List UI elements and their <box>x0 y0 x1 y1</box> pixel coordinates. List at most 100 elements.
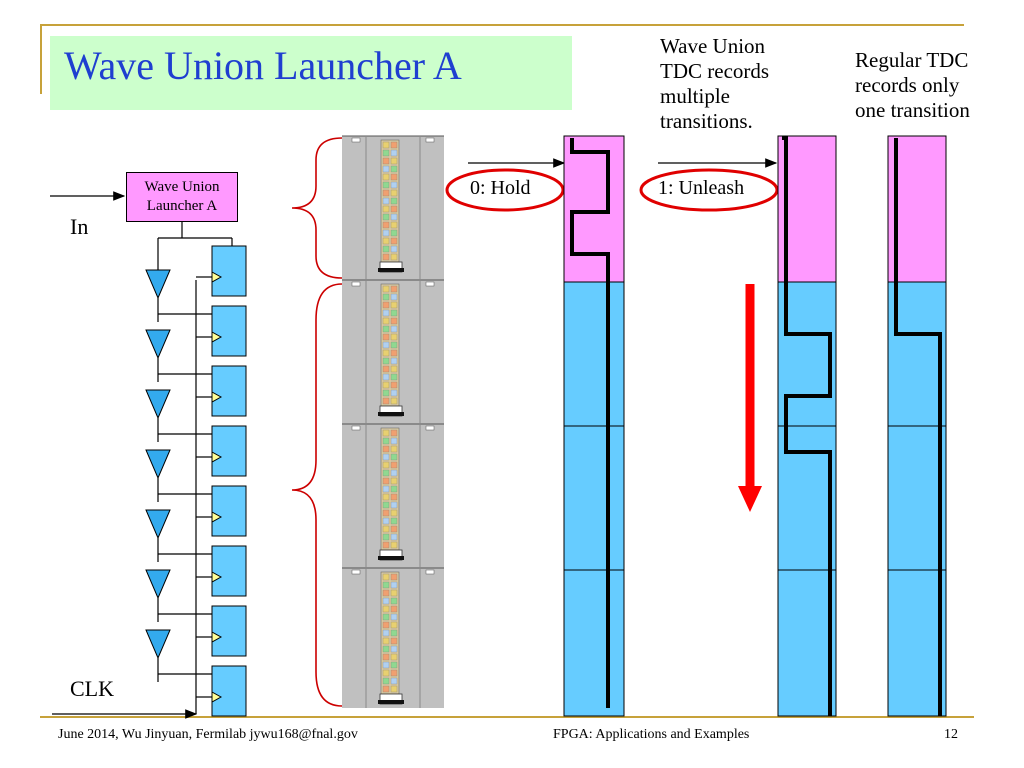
logic-cell <box>382 669 390 677</box>
logic-cell <box>382 677 390 685</box>
pink-region <box>563 135 625 283</box>
logic-cell <box>390 213 398 221</box>
logic-cell <box>390 453 398 461</box>
regular-tdc-note-line: Regular TDC <box>855 48 969 72</box>
carry-cell-bar <box>378 268 404 272</box>
chip-pad <box>425 137 435 143</box>
chip-pad <box>351 281 361 287</box>
logic-cell <box>390 597 398 605</box>
logic-cell <box>390 173 398 181</box>
logic-cell <box>382 621 390 629</box>
logic-cell <box>390 205 398 213</box>
carry-cell-bar <box>378 412 404 416</box>
delay-buffer <box>145 329 171 360</box>
regular-tdc-column <box>887 135 947 717</box>
logic-cell <box>382 637 390 645</box>
logic-cell <box>382 205 390 213</box>
logic-cell <box>382 581 390 589</box>
logic-cell <box>382 653 390 661</box>
chip-pad <box>425 569 435 575</box>
logic-cell <box>382 301 390 309</box>
in-label: In <box>70 214 89 239</box>
hold-column <box>563 135 625 717</box>
logic-cell <box>390 357 398 365</box>
logic-cell <box>390 645 398 653</box>
hold-label: 0: Hold <box>470 177 531 199</box>
logic-cell <box>382 445 390 453</box>
logic-cell <box>390 589 398 597</box>
logic-cell <box>390 525 398 533</box>
brace-delay-line <box>291 283 343 707</box>
slide-title: Wave Union Launcher A <box>64 43 462 88</box>
unleash-ellipse <box>639 168 779 212</box>
logic-cell <box>382 293 390 301</box>
logic-cell <box>382 229 390 237</box>
logic-cell <box>390 637 398 645</box>
logic-cell <box>390 461 398 469</box>
wave-union-note-line: transitions. <box>660 109 753 133</box>
regular-tdc-note-line: one transition <box>855 98 970 122</box>
wave-union-note: Wave Union TDC records multiple transiti… <box>660 34 769 134</box>
logic-cell <box>382 189 390 197</box>
carry-cell-bar <box>378 556 404 560</box>
logic-cell <box>390 157 398 165</box>
logic-cell <box>382 333 390 341</box>
logic-cell <box>382 253 390 261</box>
logic-cell <box>390 509 398 517</box>
logic-cell <box>382 477 390 485</box>
logic-cell <box>390 613 398 621</box>
chip-pad <box>425 281 435 287</box>
logic-cell <box>382 197 390 205</box>
slide-frame-top <box>40 24 964 26</box>
logic-cell <box>390 309 398 317</box>
transition-trace <box>782 136 832 716</box>
logic-cell <box>390 181 398 189</box>
regular-tdc-note: Regular TDC records only one transition <box>855 48 970 123</box>
flip-flop <box>211 245 247 297</box>
logic-cell <box>390 317 398 325</box>
blue-region <box>777 281 837 717</box>
logic-cell <box>382 517 390 525</box>
delay-buffer <box>145 509 171 540</box>
logic-cell <box>390 285 398 293</box>
logic-cell <box>382 317 390 325</box>
launcher-label-line: Launcher A <box>146 198 218 214</box>
logic-cell <box>382 213 390 221</box>
logic-cell <box>382 165 390 173</box>
logic-cell <box>382 629 390 637</box>
logic-cell <box>390 629 398 637</box>
logic-cell <box>390 485 398 493</box>
logic-cell <box>382 453 390 461</box>
logic-cell <box>390 229 398 237</box>
fpga-chip-view <box>342 135 444 708</box>
chip-pad <box>425 425 435 431</box>
delay-buffer <box>145 629 171 660</box>
logic-cell <box>390 685 398 693</box>
logic-cell <box>382 541 390 549</box>
carry-cell-bar <box>378 700 404 704</box>
clk-label: CLK <box>70 676 114 701</box>
footer-center: FPGA: Applications and Examples <box>553 727 750 742</box>
logic-cell <box>382 645 390 653</box>
logic-cell <box>382 485 390 493</box>
logic-cell <box>390 389 398 397</box>
logic-cell <box>382 605 390 613</box>
logic-cell <box>390 573 398 581</box>
tdc-columns <box>563 135 947 717</box>
logic-cell <box>382 589 390 597</box>
logic-cell <box>390 325 398 333</box>
flip-flop <box>211 305 247 357</box>
chip-pad <box>351 137 361 143</box>
wave-union-note-line: TDC records <box>660 59 770 83</box>
wave-union-launcher-block: Wave Union Launcher A <box>126 172 238 222</box>
logic-cell <box>390 469 398 477</box>
logic-cell <box>390 341 398 349</box>
logic-cell <box>390 621 398 629</box>
logic-cell <box>382 381 390 389</box>
slide-frame-left <box>40 24 42 94</box>
page-number: 12 <box>944 727 958 742</box>
logic-cell <box>382 525 390 533</box>
logic-cell <box>390 349 398 357</box>
flip-flop <box>211 605 247 657</box>
flip-flop <box>211 485 247 537</box>
